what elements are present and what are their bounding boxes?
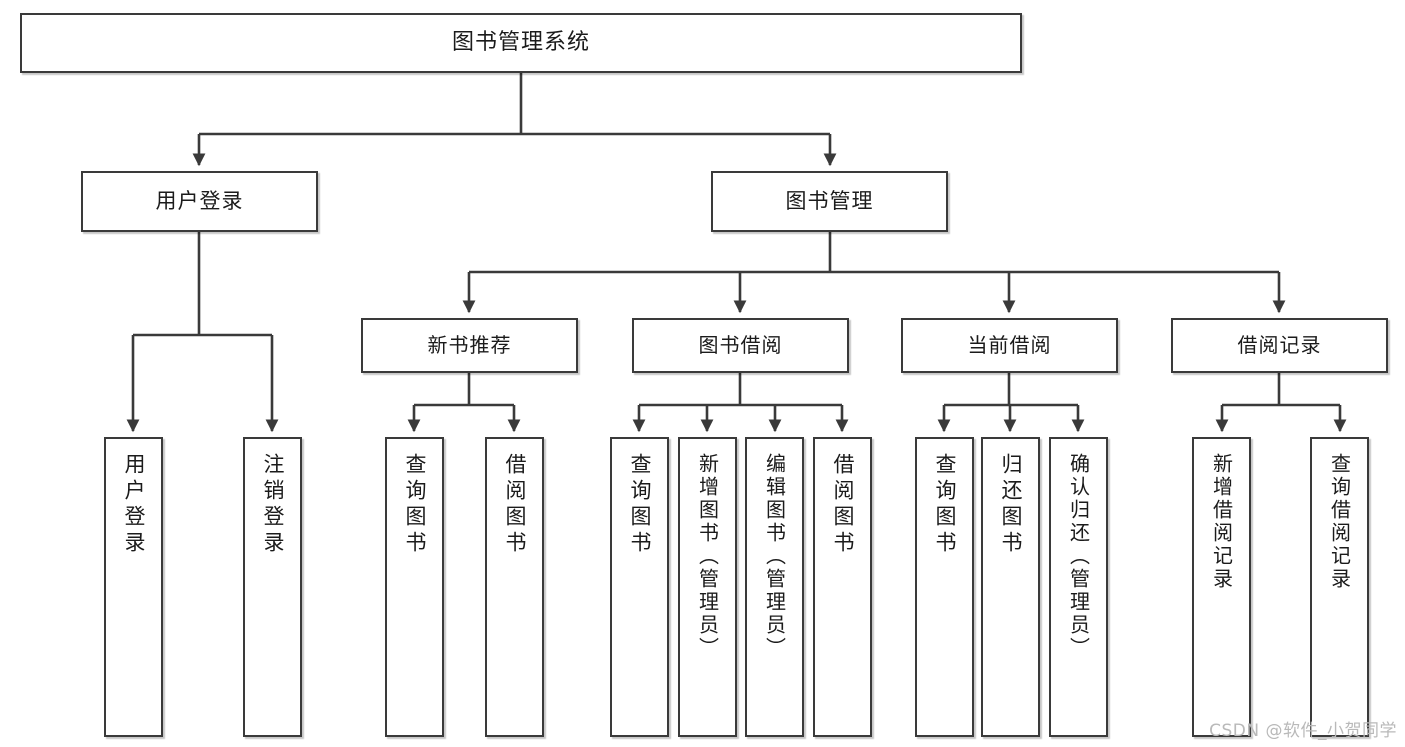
node-label: 查询图书 (628, 453, 652, 557)
leaf-query-borrow-record[interactable]: 查询借阅记录 (1310, 437, 1369, 737)
node-label: 借阅图书 (831, 453, 855, 557)
node-label: 查询借阅记录 (1327, 453, 1352, 591)
node-book-manage[interactable]: 图书管理 (711, 171, 948, 232)
leaf-logout[interactable]: 注销登录 (243, 437, 302, 737)
node-current-borrow[interactable]: 当前借阅 (901, 318, 1118, 373)
node-label: 用户登录 (122, 453, 146, 557)
node-label: 确认归还（管理员） (1066, 453, 1091, 660)
node-label: 新增图书（管理员） (695, 453, 720, 660)
node-label: 查询图书 (403, 453, 427, 557)
node-label: 借阅记录 (1237, 333, 1322, 357)
leaf-query-book-current[interactable]: 查询图书 (915, 437, 974, 737)
node-label: 编辑图书（管理员） (762, 453, 787, 660)
leaf-user-login[interactable]: 用户登录 (104, 437, 163, 737)
node-label: 归还图书 (999, 453, 1023, 557)
node-book-borrow[interactable]: 图书借阅 (632, 318, 849, 373)
leaf-borrow-book[interactable]: 借阅图书 (813, 437, 872, 737)
node-label: 图书管理系统 (451, 30, 590, 56)
node-label: 借阅图书 (503, 453, 527, 557)
watermark: CSDN @软件_小贺同学 (1209, 721, 1397, 741)
leaf-borrow-book-recommend[interactable]: 借阅图书 (485, 437, 544, 737)
node-root-system[interactable]: 图书管理系统 (20, 13, 1022, 73)
leaf-edit-book-admin[interactable]: 编辑图书（管理员） (745, 437, 804, 737)
leaf-query-book-borrow[interactable]: 查询图书 (610, 437, 669, 737)
node-label: 当前借阅 (967, 333, 1052, 357)
node-borrow-record[interactable]: 借阅记录 (1171, 318, 1388, 373)
node-user-login[interactable]: 用户登录 (81, 171, 318, 232)
node-label: 用户登录 (155, 189, 244, 214)
leaf-return-book[interactable]: 归还图书 (981, 437, 1040, 737)
leaf-query-book-recommend[interactable]: 查询图书 (385, 437, 444, 737)
leaf-add-borrow-record[interactable]: 新增借阅记录 (1192, 437, 1251, 737)
node-label: 查询图书 (933, 453, 957, 557)
node-label: 图书管理 (785, 189, 874, 214)
leaf-add-book-admin[interactable]: 新增图书（管理员） (678, 437, 737, 737)
leaf-confirm-return-admin[interactable]: 确认归还（管理员） (1049, 437, 1108, 737)
node-new-book-recommend[interactable]: 新书推荐 (361, 318, 578, 373)
node-label: 新增借阅记录 (1209, 453, 1234, 591)
node-label: 注销登录 (261, 453, 285, 557)
node-label: 新书推荐 (427, 333, 512, 357)
node-label: 图书借阅 (698, 333, 783, 357)
